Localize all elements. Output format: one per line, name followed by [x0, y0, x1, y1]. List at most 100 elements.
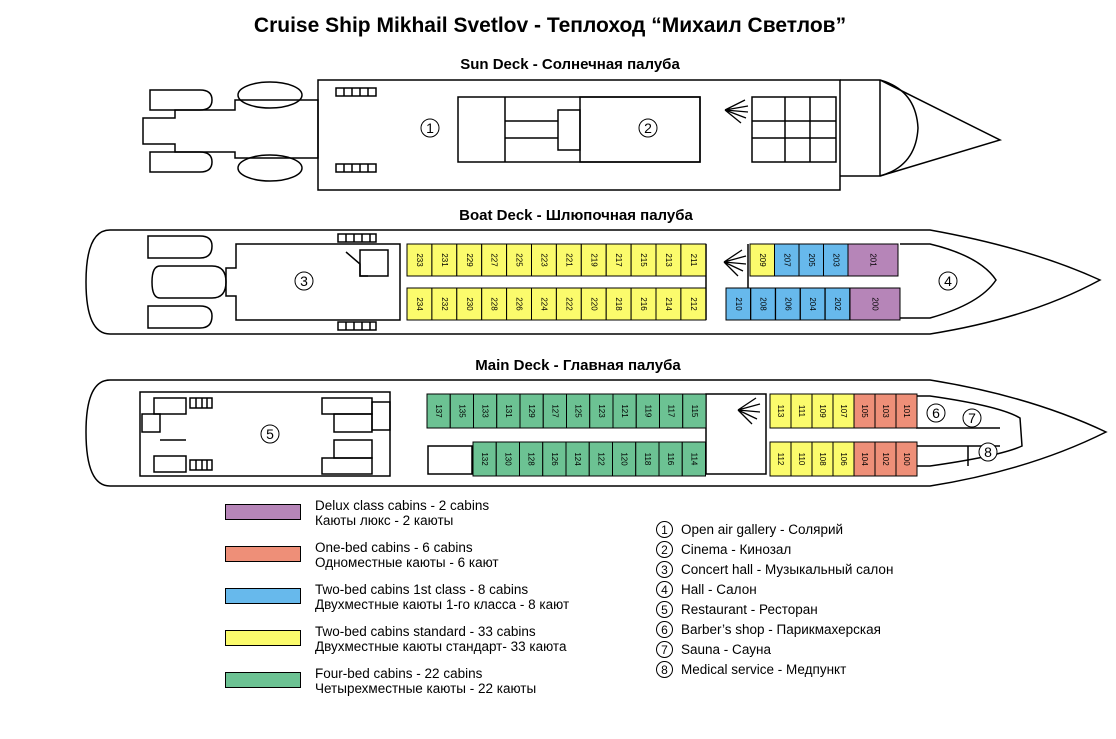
legend-swatch-four-bed — [225, 672, 301, 688]
main-stair-left-bottom — [189, 459, 213, 471]
cabin-122: 122 — [588, 441, 613, 477]
cabin-number: 106 — [839, 452, 848, 466]
cabin-118: 118 — [635, 441, 660, 477]
cabin-233: 233 — [406, 243, 433, 277]
cabin-number: 125 — [574, 404, 583, 418]
cabin-120: 120 — [612, 441, 637, 477]
cabin-107: 107 — [832, 393, 855, 429]
cabin-number: 202 — [833, 297, 842, 311]
legend-label-ru: Одноместные каюты - 6 кают — [315, 555, 499, 570]
boat-stair-top — [337, 233, 377, 243]
key-label: Hall - Салон — [681, 582, 757, 597]
legend-swatch-two-bed-std — [225, 630, 301, 646]
cabin-132: 132 — [472, 441, 497, 477]
area-number: 8 — [984, 444, 992, 460]
cabin-number: 103 — [881, 404, 890, 418]
cabin-103: 103 — [874, 393, 897, 429]
boat-stair-bottom — [337, 321, 377, 331]
key-number: 2 — [656, 541, 673, 558]
cabin-205: 205 — [798, 243, 824, 277]
cabin-number: 111 — [797, 405, 806, 418]
legend-label-en: Four-bed cabins - 22 cabins — [315, 666, 483, 681]
cabin-224: 224 — [531, 287, 557, 321]
cabin-214: 214 — [655, 287, 682, 321]
cabin-211: 211 — [680, 243, 707, 277]
cabin-number: 224 — [539, 297, 548, 311]
cabin-219: 219 — [580, 243, 607, 277]
area-number: 3 — [300, 273, 308, 289]
cabin-number: 123 — [597, 404, 606, 418]
area-marker-4: 4 — [938, 271, 958, 291]
cabin-number: 130 — [503, 452, 512, 466]
area-marker-1: 1 — [420, 118, 440, 138]
cabin-number: 135 — [457, 404, 466, 418]
main-stair-left-top — [189, 397, 213, 409]
cabin-106: 106 — [832, 441, 855, 477]
key-label: Sauna - Сауна — [681, 642, 772, 657]
cabin-104: 104 — [853, 441, 876, 477]
cabin-number: 121 — [620, 404, 629, 418]
cabin-number: 227 — [490, 253, 499, 267]
cabin-number: 223 — [539, 253, 548, 267]
cabin-208: 208 — [750, 287, 776, 321]
cabin-137: 137 — [426, 393, 451, 429]
cabin-201: 201 — [847, 243, 899, 277]
key-label: Barber’s shop - Парикмахерская — [681, 622, 881, 637]
cabin-212: 212 — [680, 287, 707, 321]
boat-deck-title: Boat Deck - Шлюпочная палуба — [459, 207, 693, 224]
cabin-116: 116 — [658, 441, 683, 477]
cabin-number: 208 — [759, 297, 768, 311]
cabin-105: 105 — [853, 393, 876, 429]
key-label: Concert hall - Музыкальный салон — [681, 562, 894, 577]
cabin-231: 231 — [431, 243, 458, 277]
cabin-number: 204 — [808, 297, 817, 311]
legend-swatch-two-bed-first — [225, 588, 301, 604]
area-marker-6: 6 — [926, 403, 946, 423]
legend-swatch-deluxe — [225, 504, 301, 520]
key-item: 4 Hall - Салон — [656, 581, 757, 598]
cabin-number: 112 — [776, 453, 785, 466]
cabin-number: 107 — [839, 404, 848, 418]
cabin-115: 115 — [682, 393, 707, 429]
cabin-113: 113 — [769, 393, 792, 429]
key-number: 1 — [656, 521, 673, 538]
cabin-227: 227 — [481, 243, 508, 277]
cabin-100: 100 — [895, 441, 918, 477]
cabin-121: 121 — [612, 393, 637, 429]
cabin-number: 214 — [664, 297, 673, 311]
cabin-number: 218 — [614, 297, 623, 311]
cabin-number: 232 — [440, 297, 449, 311]
cabin-220: 220 — [580, 287, 607, 321]
cabin-number: 118 — [643, 453, 652, 466]
cabin-number: 229 — [465, 253, 474, 267]
cabin-102: 102 — [874, 441, 897, 477]
cabin-number: 220 — [589, 297, 598, 311]
cabin-number: 105 — [860, 404, 869, 418]
cabin-114: 114 — [681, 441, 706, 477]
cabin-number: 104 — [860, 452, 869, 466]
cabin-108: 108 — [811, 441, 834, 477]
boat-spiral-stair — [723, 249, 747, 277]
cabin-133: 133 — [473, 393, 498, 429]
cabin-234: 234 — [406, 287, 433, 321]
cabin-number: 117 — [667, 405, 676, 418]
cabin-number: 219 — [589, 253, 598, 267]
cabin-232: 232 — [431, 287, 458, 321]
cabin-206: 206 — [775, 287, 801, 321]
key-number: 4 — [656, 581, 673, 598]
cabin-number: 211 — [689, 254, 698, 267]
cabin-number: 231 — [440, 253, 449, 267]
cabin-215: 215 — [630, 243, 657, 277]
cabin-number: 222 — [564, 297, 573, 311]
cabin-number: 132 — [480, 452, 489, 466]
cabin-number: 110 — [797, 453, 806, 466]
